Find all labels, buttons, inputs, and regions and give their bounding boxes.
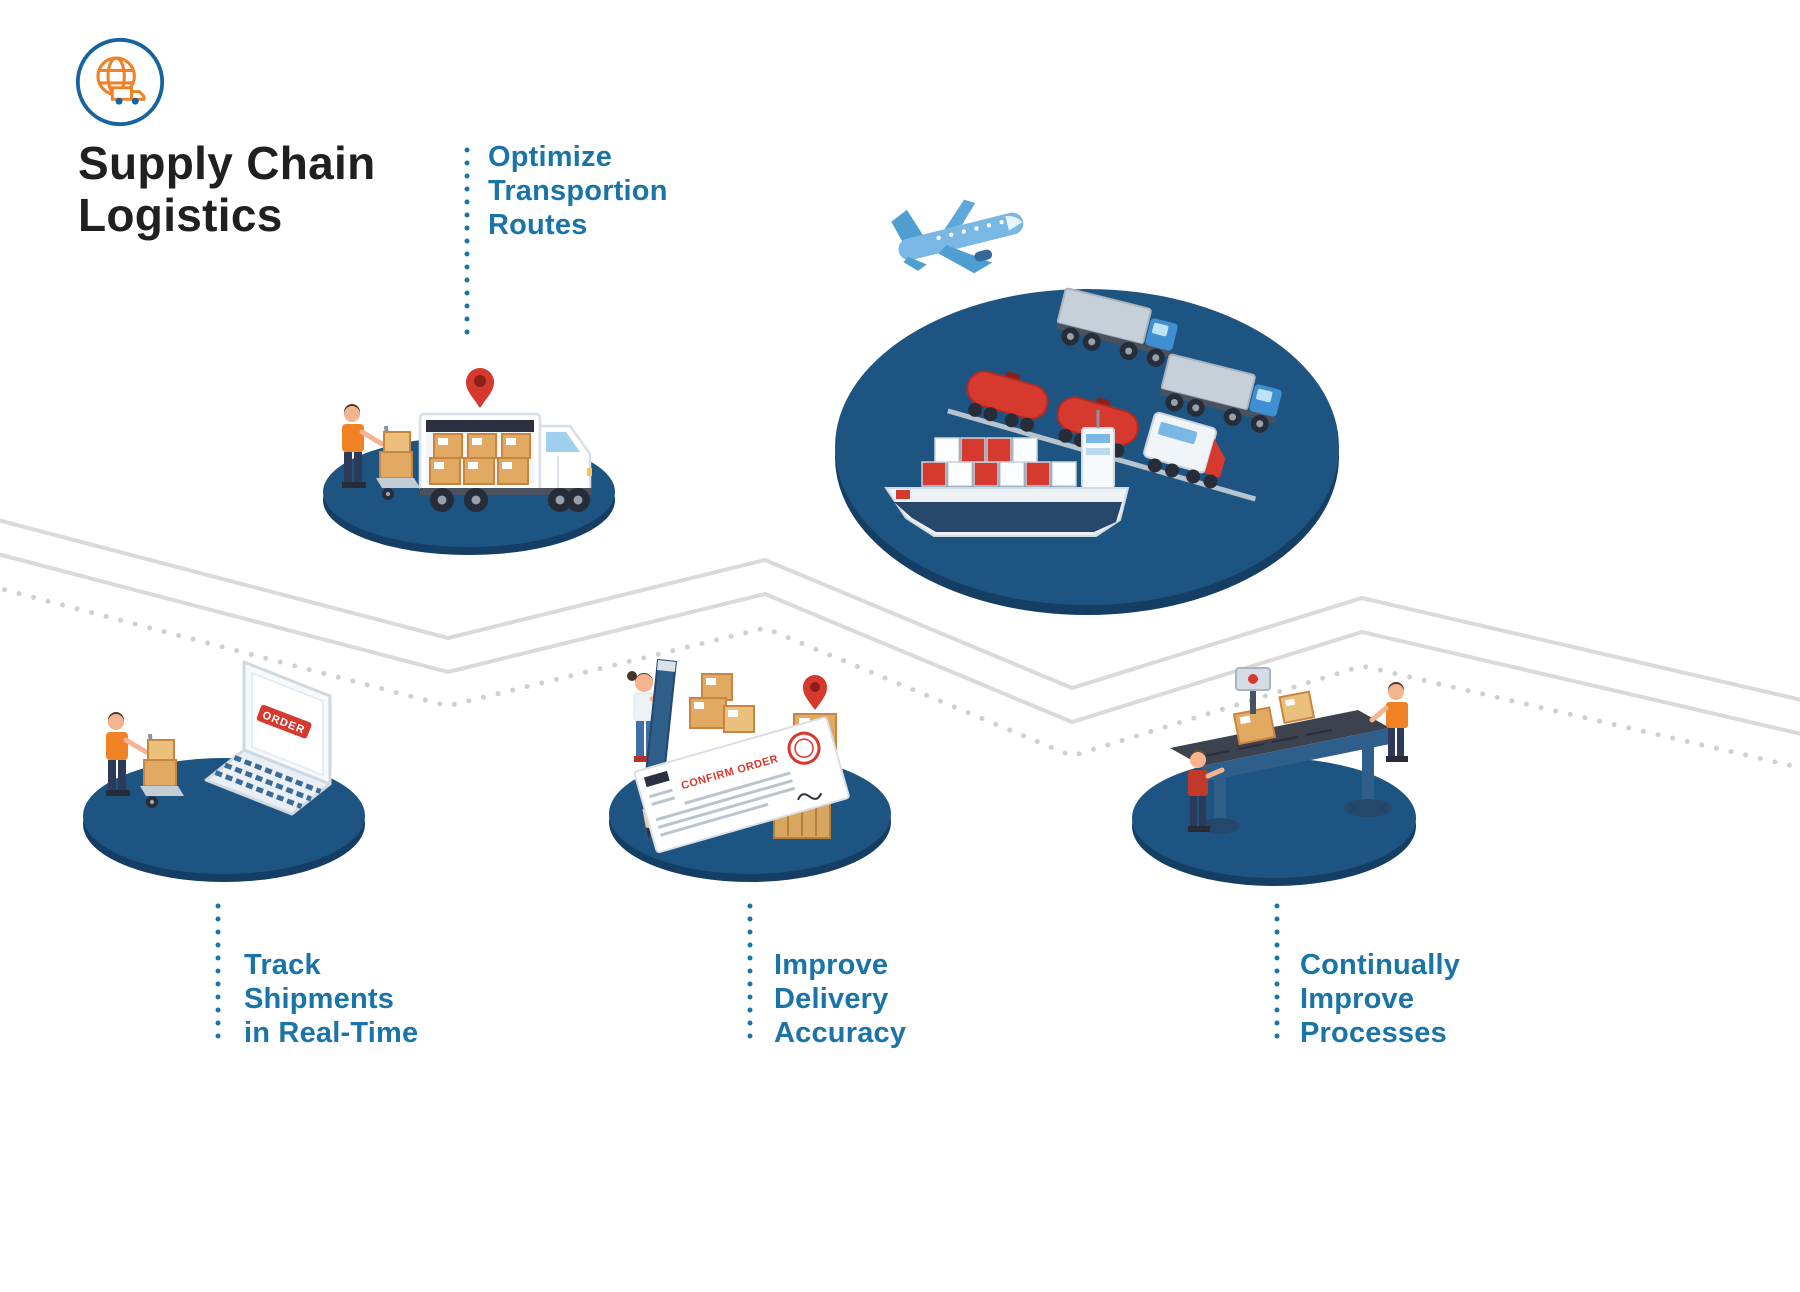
step-label-line: Delivery — [774, 983, 889, 1016]
globe-truck-icon — [75, 37, 165, 127]
conveyor-belt-icon — [1170, 667, 1392, 834]
step-label-line: Continually — [1300, 949, 1461, 981]
airplane-icon — [891, 199, 1024, 274]
truck-glyph — [110, 86, 146, 105]
step-label-line: Accuracy — [774, 1017, 907, 1050]
title-line-1: Supply Chain — [78, 137, 376, 189]
transport-hub-scene — [828, 168, 1352, 620]
delivery-truck-icon — [418, 368, 592, 512]
step-label-line: Optimize — [488, 141, 613, 173]
title-line-2: Logistics — [78, 188, 283, 241]
laptop-icon: ORDER — [204, 660, 332, 816]
location-pin-icon — [466, 368, 494, 408]
conveyor-scene — [1118, 652, 1430, 914]
step-label-line: in Real-Time — [244, 1017, 419, 1050]
delivery-accuracy-scene: CONFIRM ORDER — [598, 652, 902, 910]
step-label-improve-delivery: Improve Delivery Accuracy — [774, 948, 906, 1051]
worker-figure — [1188, 750, 1225, 832]
logo — [74, 36, 166, 128]
truck-loading-scene — [320, 330, 620, 565]
scanner-pole — [1250, 688, 1256, 714]
step-label-line: Improve — [1300, 983, 1415, 1016]
step-label-line: Improve — [774, 949, 889, 981]
location-pin-icon — [803, 675, 827, 710]
step-label-track-shipments: Track Shipments in Real-Time — [244, 948, 418, 1051]
step-label-line: Track — [244, 949, 321, 981]
worker-with-handtruck — [106, 712, 184, 808]
step-label-optimize-routes: Optimize Transportion Routes — [488, 140, 668, 243]
step-label-line: Shipments — [244, 983, 395, 1016]
step-label-line: Transportion — [488, 175, 668, 208]
step-label-line: Routes — [488, 209, 588, 242]
cargo-ship-icon — [884, 410, 1130, 537]
worker-with-handtruck — [342, 404, 420, 500]
step-label-improve-processes: Continually Improve Processes — [1300, 948, 1460, 1051]
page-title: Supply Chain Logistics — [78, 137, 376, 241]
step-label-line: Processes — [1300, 1017, 1447, 1050]
invoice-icon: CONFIRM ORDER — [633, 716, 850, 854]
order-tracking-scene: ORDER — [78, 656, 370, 908]
worker-vest — [1369, 682, 1408, 762]
